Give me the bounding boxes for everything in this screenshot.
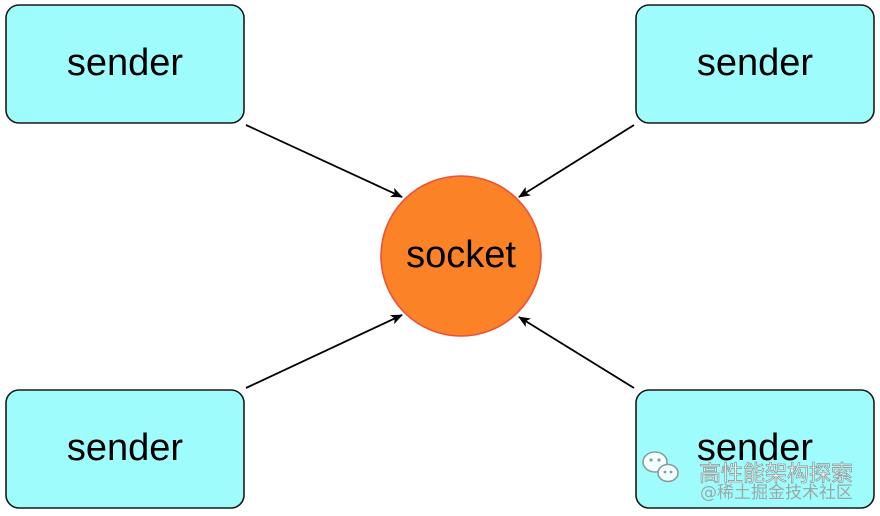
watermark-line2: @稀土掘金技术社区 bbox=[700, 483, 853, 503]
wechat-icon bbox=[642, 451, 679, 483]
sender-label: sender bbox=[67, 427, 184, 469]
edge-bottom-right-to-socket bbox=[518, 316, 635, 389]
edges bbox=[245, 124, 635, 389]
sender-node-bottom-left: sender bbox=[5, 389, 245, 509]
sender-label: sender bbox=[697, 427, 814, 469]
socket-label: socket bbox=[406, 234, 516, 276]
sender-box bbox=[5, 389, 245, 509]
sender-node-bottom-right: sender bbox=[635, 389, 875, 509]
sender-box bbox=[5, 4, 245, 124]
sender-box bbox=[635, 4, 875, 124]
sender-box bbox=[635, 389, 875, 509]
socket-circle bbox=[380, 175, 542, 337]
watermark: 高性能架构探索 @稀土掘金技术社区 bbox=[642, 451, 853, 503]
watermark-line1: 高性能架构探索 bbox=[699, 462, 853, 487]
sender-label: sender bbox=[697, 42, 814, 84]
socket-node: socket bbox=[380, 175, 542, 337]
sender-node-top-right: sender bbox=[635, 4, 875, 124]
sender-label: sender bbox=[67, 42, 184, 84]
edge-top-left-to-socket bbox=[245, 124, 403, 198]
edge-top-right-to-socket bbox=[518, 124, 635, 198]
sender-node-top-left: sender bbox=[5, 4, 245, 124]
edge-bottom-left-to-socket bbox=[245, 314, 403, 389]
